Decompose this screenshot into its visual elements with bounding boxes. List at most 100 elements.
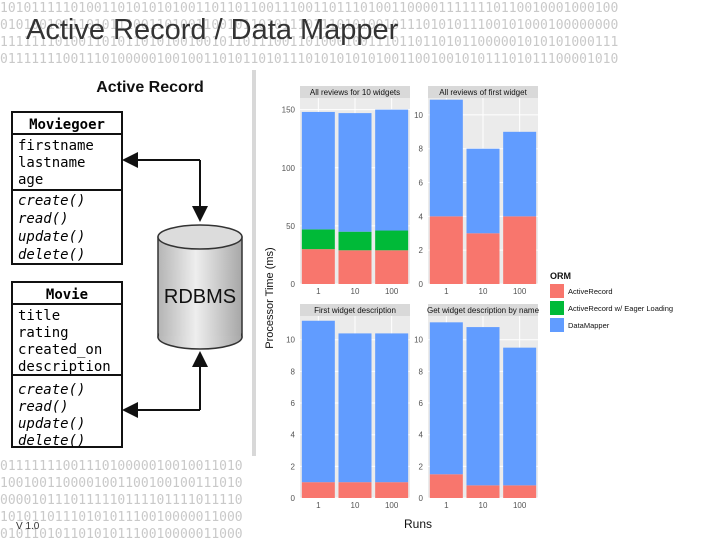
panel-title: First widget description xyxy=(314,306,396,315)
y-tick-label: 6 xyxy=(419,179,424,188)
class-attribute: age xyxy=(18,172,43,188)
chart-x-axis-label: Runs xyxy=(404,517,432,531)
legend-entry: ActiveRecord w/ Eager Loading xyxy=(568,304,673,313)
x-tick-label: 1 xyxy=(316,287,321,296)
rdbms-database-icon: RDBMS xyxy=(157,224,243,350)
x-tick-label: 10 xyxy=(351,501,360,510)
y-tick-label: 8 xyxy=(291,367,296,376)
panel-strip xyxy=(300,304,410,316)
bar-segment xyxy=(429,216,463,284)
y-tick-label: 2 xyxy=(291,462,296,471)
arrow-moviegoer-to-db xyxy=(122,152,208,222)
bar-segment xyxy=(503,347,537,486)
bar-segment xyxy=(338,333,372,483)
y-tick-label: 6 xyxy=(291,399,296,408)
class-name: Moviegoer xyxy=(29,117,105,133)
x-tick-label: 100 xyxy=(385,287,399,296)
bar-segment xyxy=(429,474,463,498)
y-tick-label: 10 xyxy=(414,111,423,120)
bar-segment xyxy=(466,148,500,234)
bar-segment xyxy=(338,113,372,232)
binary-line: 0101101011010101110010000011000 xyxy=(0,527,243,538)
panel-title: Get widget description by name xyxy=(427,306,540,315)
x-tick-label: 100 xyxy=(385,501,399,510)
y-tick-label: 2 xyxy=(419,462,424,471)
y-tick-label: 4 xyxy=(291,431,296,440)
bar-segment xyxy=(375,109,409,231)
class-method: read() xyxy=(18,399,69,415)
bar-segment xyxy=(375,333,409,483)
rdbms-label: RDBMS xyxy=(164,286,236,308)
chart-y-axis-label: Processor Time (ms) xyxy=(264,247,276,348)
x-tick-label: 1 xyxy=(444,501,449,510)
processor-time-charts: Processor Time (ms) Runs All reviews for… xyxy=(256,82,720,540)
y-tick-label: 4 xyxy=(419,431,424,440)
class-method: update() xyxy=(18,229,85,245)
x-tick-label: 100 xyxy=(513,287,527,296)
arrow-movie-to-db xyxy=(122,351,208,418)
panel-title: All reviews of first widget xyxy=(439,88,527,97)
y-tick-label: 6 xyxy=(419,399,424,408)
legend-swatch xyxy=(550,301,564,315)
class-box-movie: Movie title rating created_on descriptio… xyxy=(11,281,123,449)
active-record-diagram: Active Record Moviegoer firstname lastna… xyxy=(0,70,256,456)
binary-background-bottom: 0111111100111010000010010011010 10010011… xyxy=(0,458,260,538)
binary-line: 0111111100111010000010010011010110101110… xyxy=(0,52,619,67)
faceted-bar-chart: Processor Time (ms) Runs All reviews for… xyxy=(264,86,673,531)
y-tick-label: 50 xyxy=(286,222,295,231)
bar-segment xyxy=(338,250,372,284)
bar-segment xyxy=(301,249,335,284)
diagram-heading: Active Record xyxy=(96,79,204,96)
x-tick-label: 1 xyxy=(444,287,449,296)
bar-segment xyxy=(466,327,500,486)
bar-segment xyxy=(503,131,537,217)
x-tick-label: 1 xyxy=(316,501,321,510)
y-tick-label: 8 xyxy=(419,367,424,376)
bar-segment xyxy=(301,320,335,483)
binary-line: 0000101110111110111101111011110 xyxy=(0,493,243,508)
binary-background-top: 1010111110100110101010100110110110011100… xyxy=(0,0,720,80)
y-tick-label: 0 xyxy=(291,494,296,503)
bar-segment xyxy=(466,233,500,284)
bar-segment xyxy=(375,230,409,251)
class-attribute: description xyxy=(18,359,111,375)
binary-line: 1111111010011010110101001001011011100110… xyxy=(0,35,619,50)
y-tick-label: 0 xyxy=(419,494,424,503)
chart-panel: First widget description 0 2 4 6 8 10 1 10 100 xyxy=(286,304,410,510)
y-tick-label: 150 xyxy=(282,106,296,115)
y-tick-label: 10 xyxy=(414,336,423,345)
x-tick-label: 10 xyxy=(351,287,360,296)
class-method: delete() xyxy=(18,247,85,263)
class-attribute: firstname xyxy=(18,138,94,154)
class-attribute: created_on xyxy=(18,342,102,358)
bar-segment xyxy=(301,229,335,250)
y-tick-label: 8 xyxy=(419,145,424,154)
panel-strip xyxy=(428,304,538,316)
legend-entry: DataMapper xyxy=(568,321,610,330)
panel-strip xyxy=(300,86,410,98)
binary-line: 1010110111010101110010000011000 xyxy=(0,510,243,525)
bar-segment xyxy=(429,322,463,475)
bar-segment xyxy=(338,482,372,498)
bar-segment xyxy=(301,482,335,498)
y-tick-label: 0 xyxy=(419,280,424,289)
class-method: update() xyxy=(18,416,85,432)
bar-segment xyxy=(375,250,409,284)
class-attribute: lastname xyxy=(18,155,85,171)
y-tick-label: 100 xyxy=(282,164,296,173)
legend-swatch xyxy=(550,284,564,298)
bar-segment xyxy=(338,231,372,251)
slide-title: Active Record / Data Mapper xyxy=(26,14,399,46)
bar-segment xyxy=(503,485,537,498)
diagram-svg: Active Record Moviegoer firstname lastna… xyxy=(11,79,243,449)
class-attribute: rating xyxy=(18,325,69,341)
class-method: create() xyxy=(18,382,85,398)
y-tick-label: 10 xyxy=(286,336,295,345)
bar-segment xyxy=(429,99,463,217)
class-method: delete() xyxy=(18,433,85,449)
bar-segment xyxy=(375,482,409,498)
